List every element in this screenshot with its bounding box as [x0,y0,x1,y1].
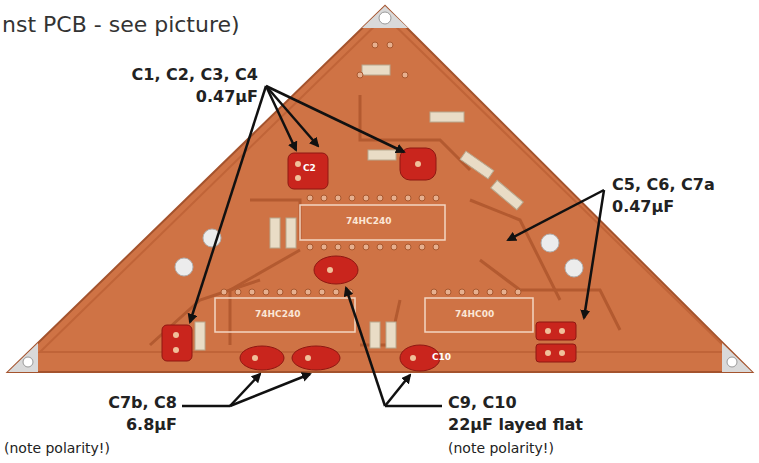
callout-note: (note polarity!) [4,440,110,456]
callout-value: 0.47µF [196,88,258,106]
callout-value: 0.47µF [612,198,674,216]
callout-text: C5, C6, C7a [612,176,715,194]
silkscreen-label: 74HC240 [255,309,300,319]
heading-fragment: nst PCB - see picture) [2,12,240,37]
callout-note: (note polarity!) [448,440,554,456]
callout-value: 22µF layed flat [448,416,583,434]
callout-text: C1, C2, C3, C4 [132,66,258,84]
callout-text: C7b, C8 [108,394,177,412]
callout-text: C9, C10 [448,394,517,412]
silkscreen-label: 74HC00 [455,309,494,319]
silkscreen-label: C10 [432,352,451,362]
silkscreen-label: C2 [303,163,316,173]
silkscreen-label: 74HC240 [346,216,391,226]
callout-value: 6.8µF [126,416,177,434]
